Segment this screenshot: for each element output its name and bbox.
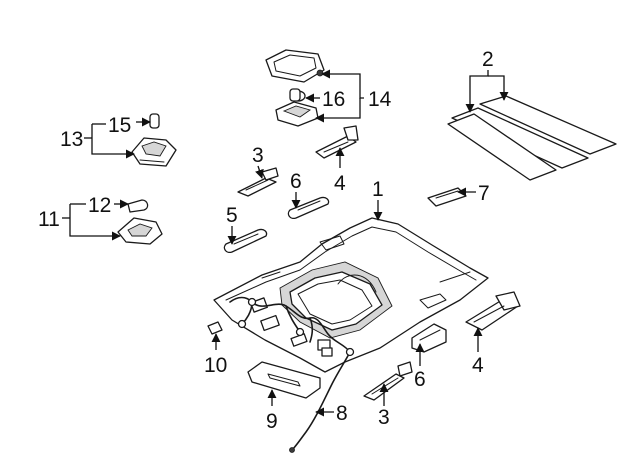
bracket-4-lower: [465, 291, 521, 331]
callout-11: 11: [38, 208, 60, 231]
visor-clip: [207, 321, 223, 335]
callout-10: 10: [204, 354, 227, 377]
grab-handle-6-upper: [287, 196, 330, 220]
callout-4-lower: 4: [472, 354, 484, 377]
callout-labels: 1 2 3 3 4 4 5 6 6 7 8 9 10 11 12 13 14 1…: [38, 48, 494, 433]
callout-4-upper: 4: [334, 172, 346, 195]
bulb-15: [149, 113, 160, 129]
bracket-3-upper: [237, 167, 279, 197]
bulb-12: [127, 199, 149, 213]
callout-14: 14: [368, 88, 392, 111]
clip-7: [427, 187, 467, 207]
callout-2: 2: [482, 48, 494, 71]
leader-lines: [62, 69, 509, 417]
map-lamp: [131, 137, 177, 167]
grab-handle-5: [223, 228, 268, 254]
callout-13: 13: [60, 128, 83, 151]
callout-9: 9: [266, 410, 278, 433]
callout-7: 7: [478, 182, 490, 205]
callout-3-lower: 3: [378, 406, 390, 429]
callout-5: 5: [226, 204, 238, 227]
callout-6-lower: 6: [414, 368, 426, 391]
grab-handle-6-lower: [411, 323, 447, 353]
bracket-3-lower: [363, 361, 413, 401]
dome-lamp: [117, 217, 163, 245]
callout-6-upper: 6: [290, 170, 302, 193]
callout-1: 1: [372, 178, 384, 201]
wire-harness: [229, 296, 355, 453]
bracket-4-upper: [315, 125, 359, 159]
callout-16: 16: [322, 88, 345, 111]
callout-8: 8: [336, 402, 348, 425]
roof-molding-strips: [447, 95, 617, 181]
sun-visor: [247, 361, 321, 399]
callout-12: 12: [88, 194, 111, 217]
overhead-console: [265, 49, 325, 127]
callout-3-upper: 3: [252, 144, 264, 167]
bulb-16: [289, 88, 306, 102]
callout-15: 15: [108, 114, 131, 137]
